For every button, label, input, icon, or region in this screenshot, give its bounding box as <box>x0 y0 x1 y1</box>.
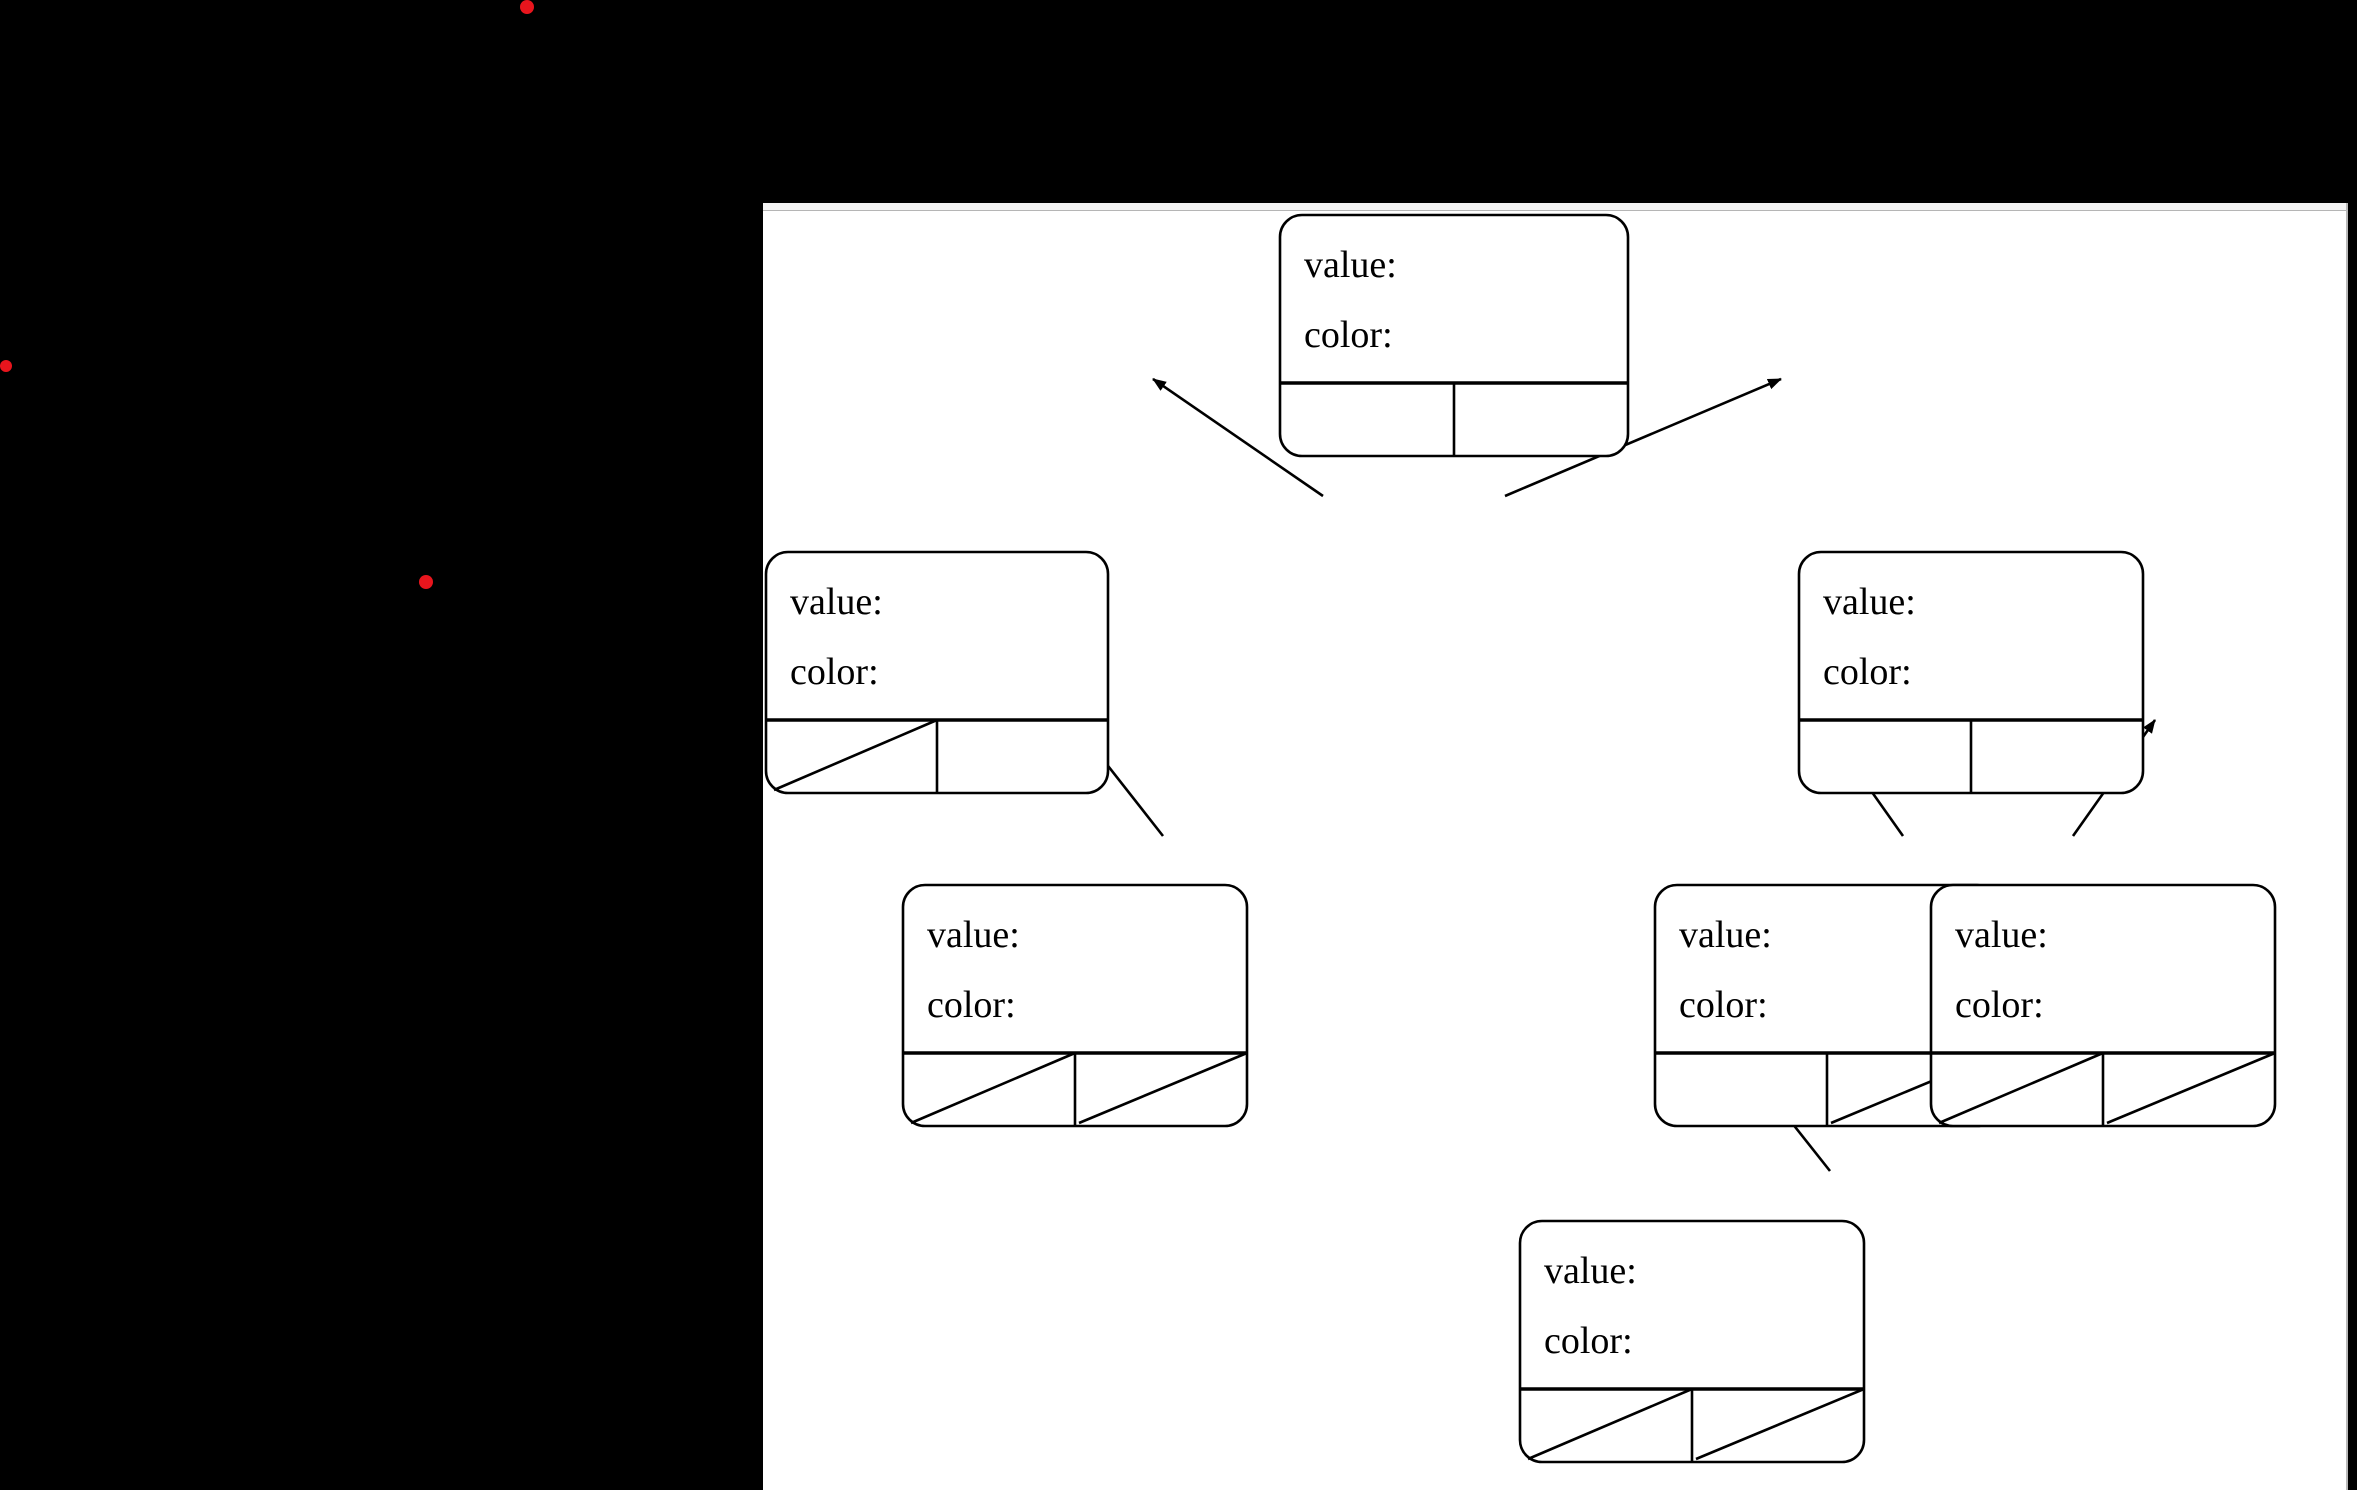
node-root[interactable]: value: color: <box>1278 213 1630 458</box>
node-right-right-null-slash-right <box>2106 1051 2276 1125</box>
node-right-left-left-color-label: color: <box>1544 1320 1633 1362</box>
edge-root-right <box>1504 377 1782 498</box>
node-left-right-value-label: value: <box>927 914 1020 956</box>
node-right-left-left[interactable]: value: color: <box>1518 1219 1866 1464</box>
node-root-color-label: color: <box>1304 314 1393 356</box>
node-right[interactable]: value: color: <box>1797 550 2145 795</box>
node-left-right-null-slash-right <box>1078 1051 1248 1125</box>
node-right-left[interactable]: value: color: <box>1653 883 2001 1128</box>
marker-dot-top <box>520 0 534 14</box>
node-left-null-slash-left <box>773 718 938 792</box>
node-right-left-left-null-slash-left <box>1527 1387 1693 1461</box>
node-right-left-left-value-label: value: <box>1544 1250 1637 1292</box>
node-right-left-left-null-slash-right <box>1695 1387 1865 1461</box>
node-right-left-color-label: color: <box>1679 984 1768 1026</box>
node-right-right-null-slash-left <box>1938 1051 2104 1125</box>
binary-tree-diagram: value: color: value: color: value: color… <box>764 213 2277 1464</box>
diagram-panel: value: color: value: color: value: color… <box>763 203 2348 1490</box>
marker-dot-left <box>0 360 12 372</box>
node-right-right[interactable]: value: color: <box>1929 883 2277 1128</box>
node-right-right-value-label: value: <box>1955 914 2048 956</box>
node-right-color-label: color: <box>1823 651 1912 693</box>
node-right-right-color-label: color: <box>1955 984 2044 1026</box>
node-left-right[interactable]: value: color: <box>901 883 1249 1128</box>
marker-dot-mid <box>419 575 433 589</box>
node-left-right-color-label: color: <box>927 984 1016 1026</box>
node-right-left-value-label: value: <box>1679 914 1772 956</box>
node-left-right-null-slash-left <box>910 1051 1076 1125</box>
node-right-value-label: value: <box>1823 581 1916 623</box>
panel-titlebar <box>763 203 2346 211</box>
left-black-canvas <box>0 0 763 1490</box>
node-root-value-label: value: <box>1304 244 1397 286</box>
node-left-value-label: value: <box>790 581 883 623</box>
node-left-color-label: color: <box>790 651 879 693</box>
node-left[interactable]: value: color: <box>764 550 1110 795</box>
edge-root-left <box>1152 377 1324 498</box>
